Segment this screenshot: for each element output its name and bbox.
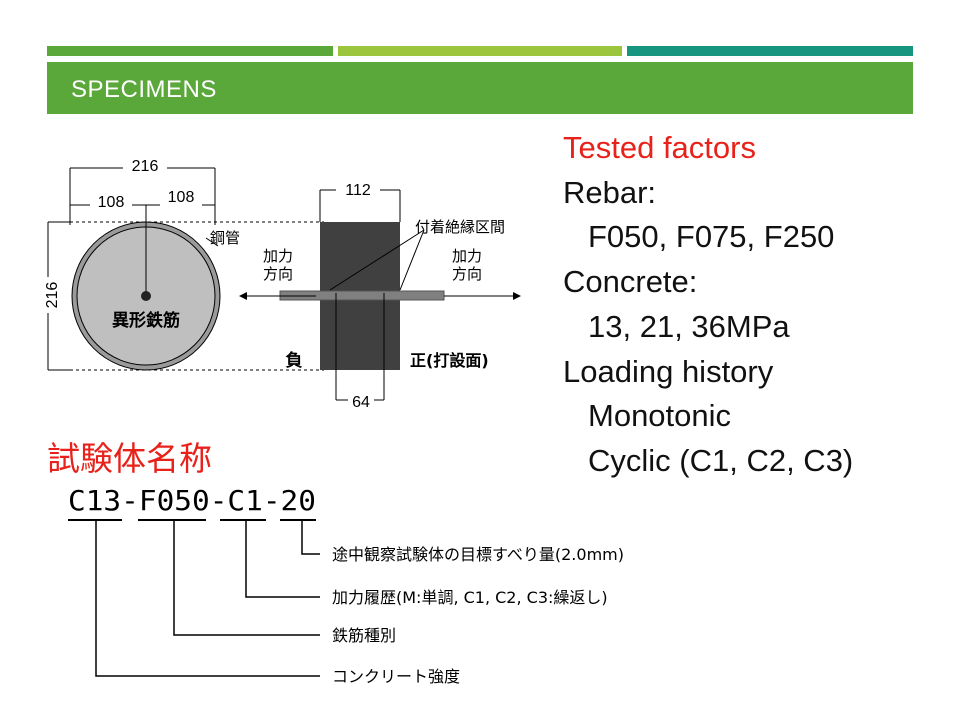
rebar-dot <box>141 291 151 301</box>
naming-title: 試験体名称 <box>47 439 212 478</box>
load-dir-left-1: 加力 <box>263 247 293 265</box>
bond-length: 64 <box>352 394 370 411</box>
specimen-code: C13-F050-C1-20 <box>68 484 316 517</box>
accent-bar-2 <box>338 46 622 56</box>
loading-history-label: Loading history <box>563 353 774 389</box>
rebar-factor-values: F050, F075, F250 <box>588 219 835 255</box>
specimen-figure: 216 108 108 216 異形鉄筋 鋼管 112 64 付着絶縁区間 加力… <box>40 156 521 411</box>
load-dir-right-2: 方向 <box>452 265 482 283</box>
factors-heading: Tested factors <box>563 130 756 165</box>
loading-cyclic: Cyclic (C1, C2, C3) <box>588 442 854 478</box>
dim-half-left: 108 <box>98 194 125 211</box>
label-slip: 途中観察試験体の目標すべり量(2.0mm) <box>332 545 624 564</box>
positive-label: 正(打設面) <box>410 351 489 370</box>
block-width: 112 <box>345 182 371 199</box>
label-history: 加力履歴(M:単調, C1, C2, C3:繰返し) <box>332 588 608 607</box>
steel-pipe-label: 鋼管 <box>210 229 240 247</box>
dim-half-right: 108 <box>168 189 195 206</box>
rebar-factor-label: Rebar: <box>563 174 657 210</box>
load-dir-right-1: 加力 <box>452 247 482 265</box>
naming-diagram: C13-F050-C1-20 途中観察試験体の目標すべり量(2.0mm) 加力履… <box>68 484 624 686</box>
dim-total-width: 216 <box>132 158 159 175</box>
concrete-factor-values: 13, 21, 36MPa <box>588 308 790 344</box>
tested-factors-panel: Tested factors Rebar: F050, F075, F250 C… <box>563 126 943 484</box>
title-band: SPECIMENS <box>47 62 913 114</box>
label-concrete: コンクリート強度 <box>332 667 460 686</box>
label-rebar: 鉄筋種別 <box>332 626 396 645</box>
dim-height: 216 <box>44 282 61 309</box>
accent-bar-1 <box>47 46 333 56</box>
slide-title: SPECIMENS <box>71 76 217 103</box>
accent-bar-3 <box>627 46 913 56</box>
loading-monotonic: Monotonic <box>588 398 732 434</box>
rebar-label: 異形鉄筋 <box>112 310 180 331</box>
concrete-factor-label: Concrete: <box>563 264 698 300</box>
negative-label: 負 <box>286 351 303 371</box>
load-dir-left-2: 方向 <box>263 265 293 283</box>
unbonded-zone-label: 付着絶縁区間 <box>415 218 505 236</box>
